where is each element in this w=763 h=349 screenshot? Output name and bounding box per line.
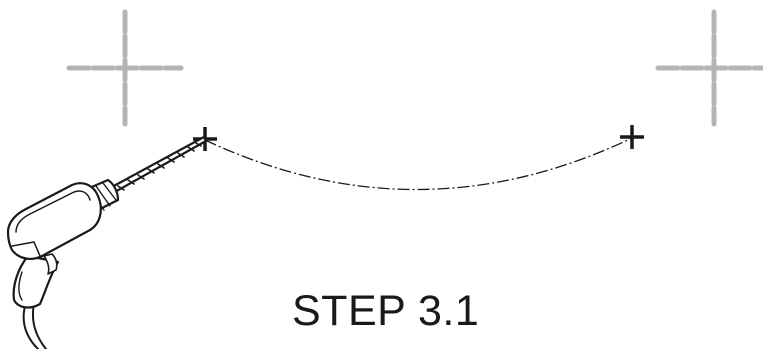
right-drill-point-plus-icon bbox=[620, 125, 644, 149]
power-drill-icon bbox=[6, 135, 208, 349]
drill-grip bbox=[12, 254, 60, 309]
drill-trigger bbox=[43, 253, 58, 275]
drill-path-arc bbox=[204, 137, 633, 191]
right-target-crosshair-icon bbox=[655, 9, 763, 127]
left-target-crosshair-icon bbox=[66, 9, 184, 127]
step-caption: STEP 3.1 bbox=[292, 287, 480, 335]
drill-body bbox=[6, 182, 102, 260]
drill-bit bbox=[108, 135, 208, 195]
